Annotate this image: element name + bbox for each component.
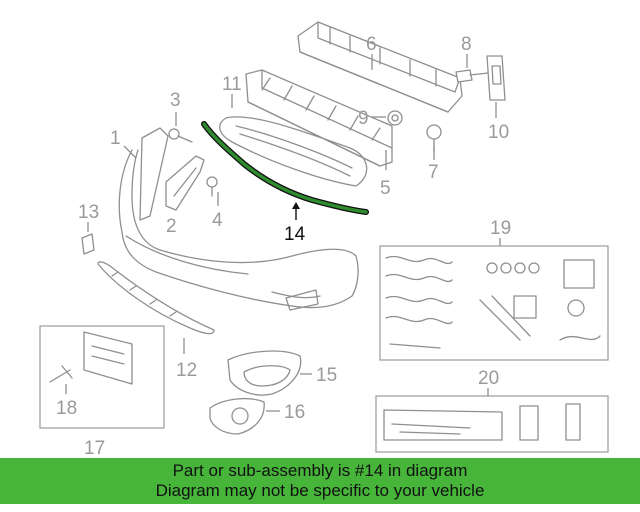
part-4-clip[interactable]: [206, 176, 218, 197]
callout-1[interactable]: 1: [110, 128, 121, 149]
callout-20[interactable]: 20: [478, 368, 499, 389]
callout-2[interactable]: 2: [166, 216, 177, 237]
part-19-contents: [385, 255, 601, 349]
part-bumper-cover: [118, 149, 359, 311]
callout-9[interactable]: 9: [358, 108, 369, 129]
part-18-pin[interactable]: [49, 365, 73, 383]
callout-7[interactable]: 7: [428, 162, 439, 183]
callout-13[interactable]: 13: [78, 202, 99, 223]
callout-11[interactable]: 11: [222, 74, 242, 95]
callout-19[interactable]: 19: [490, 218, 511, 239]
part-7-bolt[interactable]: [426, 124, 442, 153]
callout-8[interactable]: 8: [461, 34, 472, 55]
callout-3[interactable]: 3: [170, 90, 181, 111]
part-6-reinforcement-beam[interactable]: [297, 21, 463, 113]
part-9-nut[interactable]: [387, 110, 403, 126]
part-12-lower-trim[interactable]: [97, 261, 215, 335]
info-banner: Part or sub-assembly is #14 in diagram D…: [0, 458, 640, 504]
part-10-plate[interactable]: [486, 55, 506, 101]
part-11-energy-absorber[interactable]: [245, 69, 393, 167]
part-16-lamp-cover[interactable]: [209, 397, 265, 435]
leader-14-arrow: [292, 202, 300, 209]
part-1-bracket[interactable]: [139, 127, 169, 221]
callout-12[interactable]: 12: [176, 360, 197, 381]
part-20-contents: [383, 403, 581, 441]
callout-14[interactable]: 14: [284, 224, 306, 245]
part-17-bracket: [83, 331, 133, 385]
banner-line-2: Diagram may not be specific to your vehi…: [155, 481, 485, 500]
callout-4[interactable]: 4: [212, 210, 223, 231]
part-8-push-pin[interactable]: [455, 69, 489, 83]
part-2-side-bracket[interactable]: [165, 155, 205, 211]
part-grille: [219, 116, 368, 187]
part-15-lamp-bezel[interactable]: [227, 350, 302, 396]
part-20-box[interactable]: [375, 395, 609, 453]
part-14-strip-fill: [202, 122, 368, 214]
callout-18[interactable]: 18: [56, 398, 77, 419]
callout-16[interactable]: 16: [284, 402, 305, 423]
part-3-screw[interactable]: [168, 128, 193, 143]
banner-line-1: Part or sub-assembly is #14 in diagram: [172, 461, 468, 480]
callout-6[interactable]: 6: [366, 34, 377, 55]
callout-17[interactable]: 17: [84, 438, 105, 459]
callout-10[interactable]: 10: [488, 122, 509, 143]
leader-1: [123, 145, 137, 159]
callout-5[interactable]: 5: [380, 178, 391, 199]
callout-15[interactable]: 15: [316, 365, 337, 386]
part-13-clip[interactable]: [81, 233, 95, 255]
